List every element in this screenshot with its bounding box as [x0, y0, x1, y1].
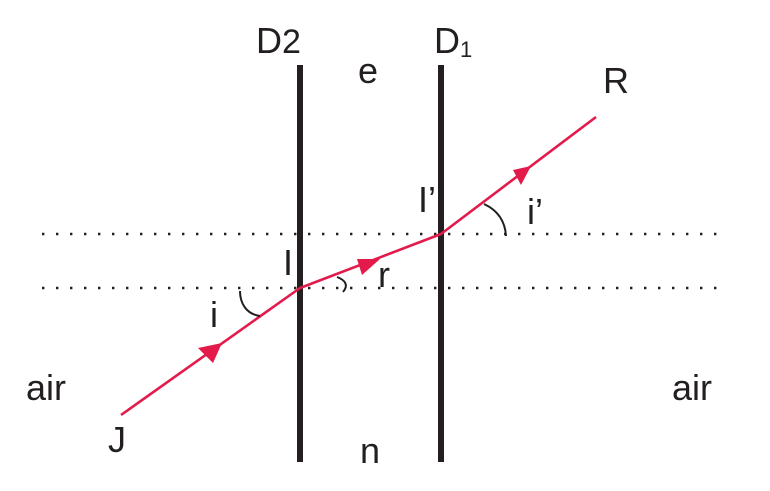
- point-i-prime-label: I’: [418, 179, 436, 220]
- plate-label-d1: D1: [434, 23, 472, 61]
- angle-arc-i-prime: [483, 203, 507, 237]
- angle-r-label: r: [378, 254, 390, 295]
- plate-d1-letter: D: [434, 20, 460, 61]
- angle-i-label: i: [210, 294, 218, 335]
- angle-arc-i: [239, 290, 261, 317]
- thickness-label: e: [358, 50, 379, 91]
- angle-i-prime-label: i’: [527, 191, 543, 232]
- point-j-label: J: [108, 419, 126, 460]
- plate-d2-letter: D: [256, 20, 282, 61]
- ray-arrow-incident-icon: [198, 343, 222, 363]
- ray-arrow-refracted-icon: [357, 259, 380, 275]
- light-ray: [120, 115, 597, 417]
- point-r-label: R: [603, 60, 629, 101]
- plate-label-d2: D2: [256, 20, 301, 61]
- medium-right-label: air: [672, 367, 713, 408]
- ray-arrow-emergent-icon: [513, 166, 531, 185]
- angle-arc-r: [336, 276, 347, 293]
- medium-left-label: air: [26, 367, 67, 408]
- plate-d2-subscript: 2: [282, 23, 301, 61]
- plate-d1-subscript: 1: [460, 37, 473, 62]
- point-i-label: I: [283, 242, 294, 283]
- index-label: n: [360, 430, 381, 471]
